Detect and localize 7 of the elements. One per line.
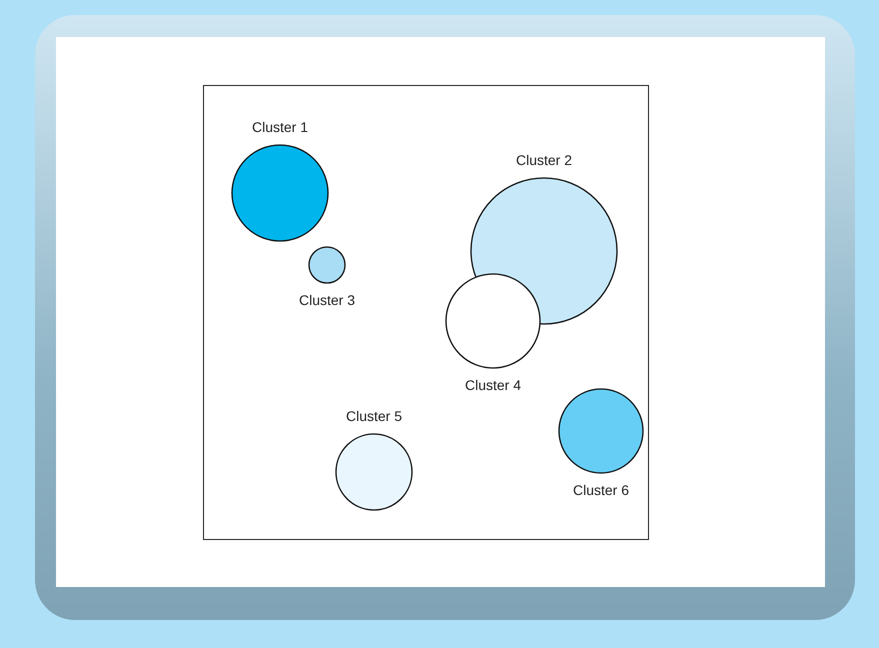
cluster-label: Cluster 1 bbox=[252, 118, 308, 136]
cluster-label: Cluster 4 bbox=[464, 376, 522, 394]
frame-box bbox=[203, 85, 649, 540]
cluster-label: Cluster 6 bbox=[572, 481, 630, 499]
cluster-label: Cluster 2 bbox=[516, 151, 572, 169]
cluster-label: Cluster 3 bbox=[298, 291, 356, 309]
cluster-label: Cluster 5 bbox=[346, 407, 402, 425]
